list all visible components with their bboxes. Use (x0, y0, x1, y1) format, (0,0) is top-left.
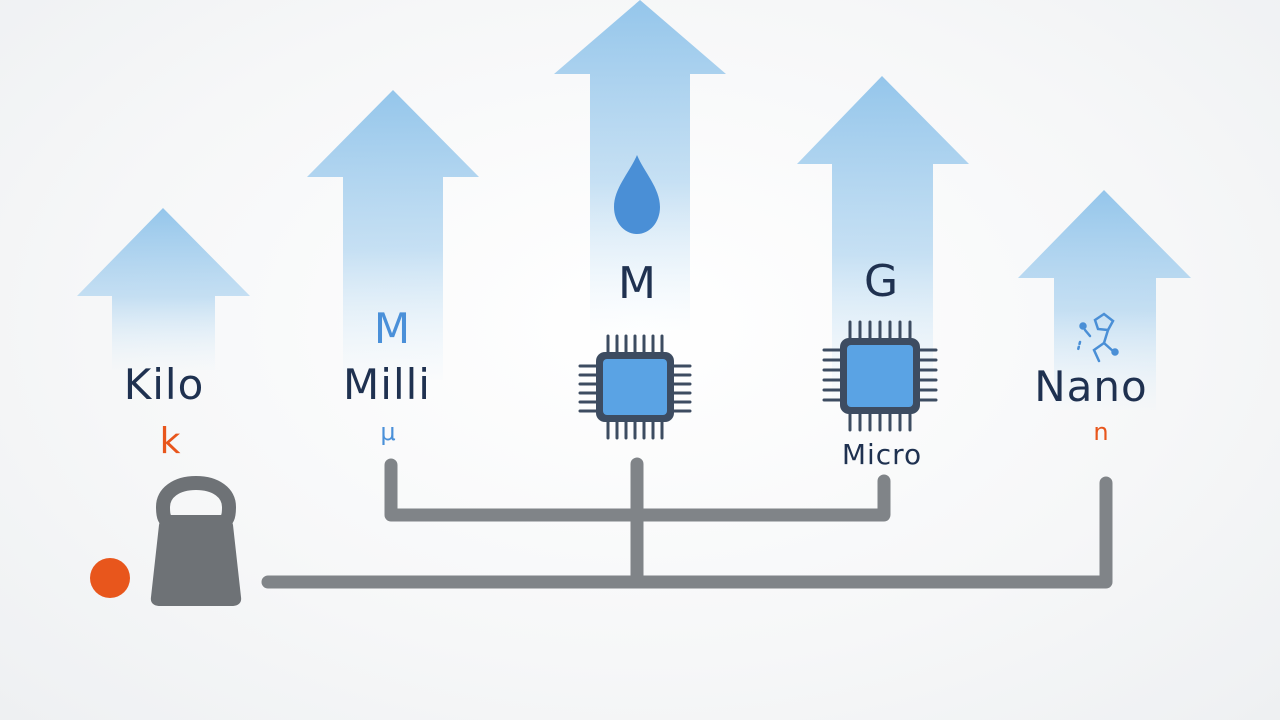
chip-pins-top (606, 334, 664, 354)
symbol-nano: n (1093, 418, 1109, 446)
chip-pins-left (578, 364, 598, 413)
orange-dot (90, 558, 130, 598)
caption-micro: Micro (841, 438, 923, 471)
up-arrow-milli (307, 90, 479, 380)
up-arrow-nano (1018, 190, 1191, 410)
label-kilo: Kilo (123, 360, 205, 409)
label-giga: G (863, 256, 899, 307)
chip-icon (822, 320, 938, 432)
chip-pins-left (822, 348, 842, 402)
molecule-icon (1076, 312, 1119, 363)
up-arrow-kilo (77, 208, 250, 370)
water-drop-icon (614, 155, 660, 234)
chip-pins-bottom (606, 420, 664, 440)
connector-lower (261, 476, 1113, 589)
chip-pins-top (848, 320, 912, 340)
weight-icon (150, 475, 242, 606)
symbol-kilo: k (159, 421, 181, 462)
chip-icon (578, 334, 692, 440)
chip-pins-right (672, 364, 692, 413)
connector-lines (261, 457, 1113, 589)
label-nano: Nano (1034, 362, 1148, 411)
top-letter-milli: M (373, 304, 411, 353)
up-arrow-giga (797, 76, 969, 400)
chip-pins-bottom (848, 412, 912, 432)
label-milli: Milli (343, 360, 431, 409)
label-mega: M (618, 258, 656, 309)
symbol-milli: μ (380, 418, 396, 446)
chip-pins-right (918, 348, 938, 402)
